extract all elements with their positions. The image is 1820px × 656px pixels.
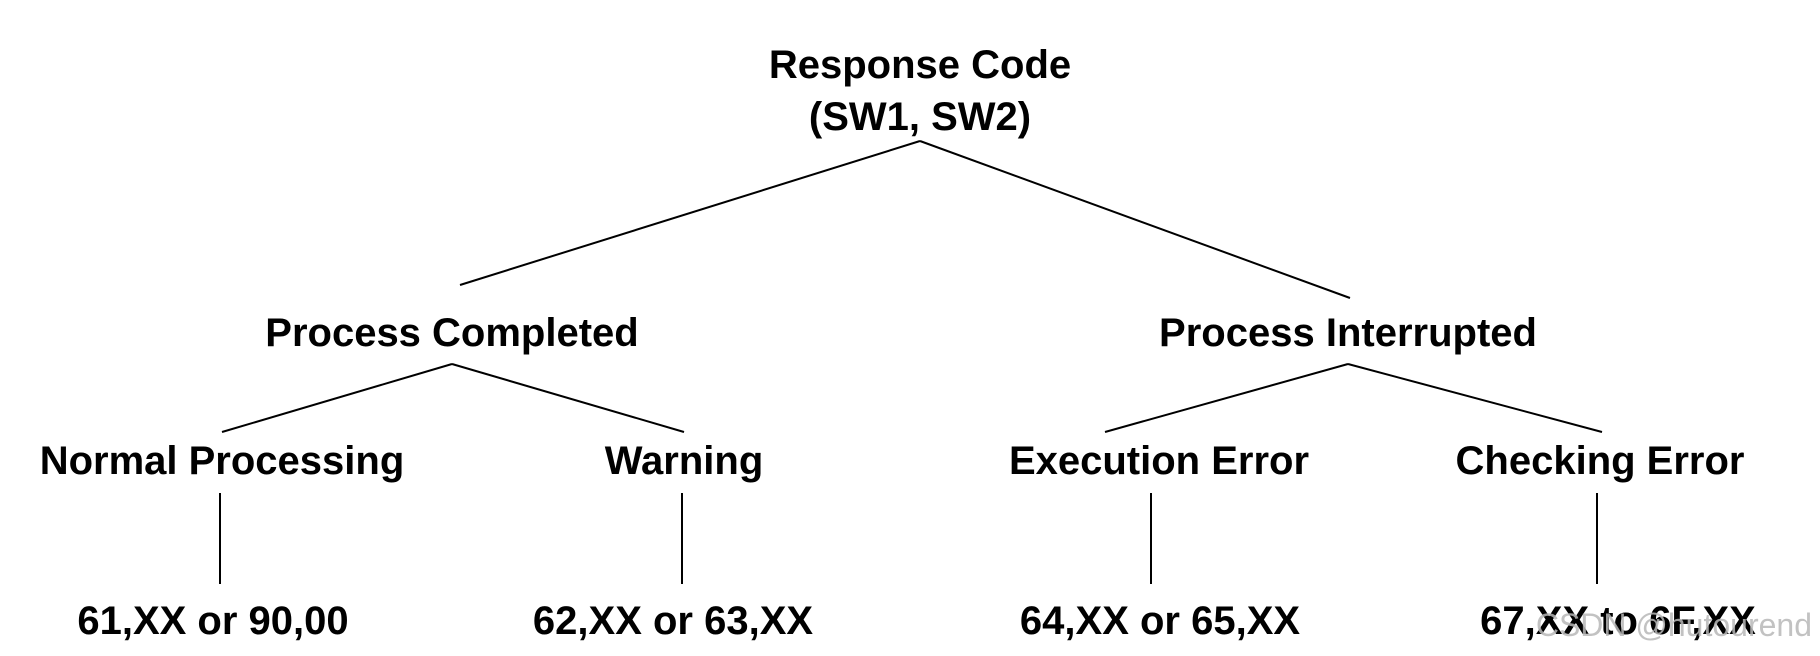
watermark-text: CSDN @hutourend	[1536, 607, 1812, 643]
leaf-node-execution-error: Execution Error	[1009, 439, 1309, 483]
branch-node-process-completed: Process Completed	[265, 311, 638, 355]
code-value-warning: 62,XX or 63,XX	[533, 599, 813, 643]
connector-interrupted-to-execution	[1104, 363, 1349, 433]
branch-node-process-interrupted: Process Interrupted	[1159, 311, 1537, 355]
connector-root-to-interrupted	[919, 140, 1351, 299]
root-node-subtitle: (SW1, SW2)	[809, 95, 1031, 139]
connector-completed-to-warning	[451, 363, 685, 433]
code-value-checking-error: 67,XX to 6F,XX	[1480, 599, 1756, 643]
code-value-execution-error: 64,XX or 65,XX	[1020, 599, 1300, 643]
leaf-node-normal-processing: Normal Processing	[40, 439, 405, 483]
connector-root-to-completed	[459, 140, 921, 286]
root-node-title: Response Code	[769, 43, 1071, 87]
connector-completed-to-normal	[221, 363, 453, 433]
leaf-node-checking-error: Checking Error	[1456, 439, 1745, 483]
connector-interrupted-to-checking	[1347, 363, 1603, 433]
leaf-node-warning: Warning	[605, 439, 764, 483]
code-value-normal-processing: 61,XX or 90,00	[77, 599, 348, 643]
